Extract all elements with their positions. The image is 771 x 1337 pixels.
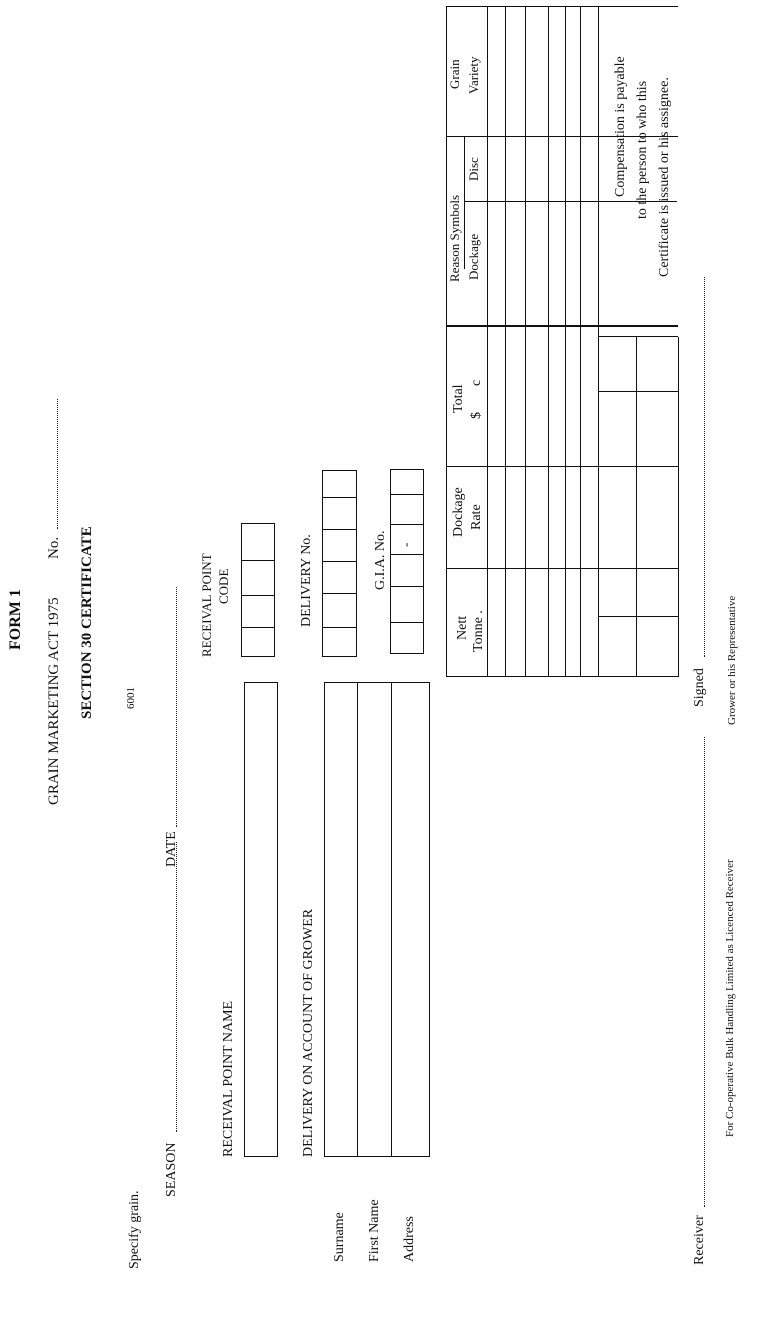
receival-point-name-box[interactable]: [244, 682, 278, 1157]
col-disc: Disc: [466, 157, 481, 181]
receiver-label-footer: Receiver: [692, 1215, 707, 1265]
form-number: FORM 1: [7, 589, 24, 650]
act-title: GRAIN MARKETING ACT 1975: [46, 597, 62, 805]
signed-label: Signed: [692, 668, 707, 707]
col-grain: Grain: [447, 59, 462, 89]
first-name-label: First Name: [367, 1199, 382, 1262]
receiver-caption: For Co-operative Bulk Handling Limited a…: [724, 859, 736, 1137]
col-reason-dockage: Dockage: [466, 233, 481, 280]
delivery-no-label: DELIVERY No.: [299, 534, 314, 627]
specify-grain-label: Specify grain.: [127, 1190, 142, 1269]
date-label: DATE: [164, 831, 179, 867]
grower-signature-line[interactable]: [704, 277, 705, 657]
receival-point-name-label: RECEIVAL POINT NAME: [221, 1000, 236, 1157]
compensation-line-2: to the person to who this: [635, 80, 650, 219]
col-cents: c: [469, 379, 484, 386]
grower-details-box[interactable]: [324, 682, 430, 1157]
col-tonne: Tonne .: [471, 610, 486, 652]
receival-point-code-box[interactable]: [241, 523, 275, 657]
date-field[interactable]: [176, 587, 177, 827]
col-variety: Variety: [466, 56, 481, 94]
col-total: Total: [451, 384, 466, 413]
col-nett: Nett: [455, 615, 470, 640]
compensation-line-3: Certificate is issued or his assignee.: [657, 77, 672, 277]
season-label: SEASON: [164, 1142, 179, 1197]
receival-point-code-label-1: RECEIVAL POINT: [199, 553, 214, 657]
receival-point-code-label-2: CODE: [216, 568, 231, 604]
no-field[interactable]: [57, 399, 58, 529]
section-title: SECTION 30 CERTIFICATE: [79, 526, 95, 719]
signed-caption: Grower or his Representative: [726, 595, 738, 725]
col-rate: Rate: [469, 504, 484, 530]
delivery-no-box[interactable]: [322, 470, 357, 657]
gia-no-box[interactable]: -: [390, 469, 424, 654]
receiver-signature-line[interactable]: [704, 737, 705, 1207]
delivery-account-label: DELIVERY ON ACCOUNT OF GROWER: [301, 908, 316, 1157]
col-reason-symbols: Reason Symbols: [447, 194, 462, 282]
no-label: No.: [46, 536, 62, 559]
col-dockage: Dockage: [451, 487, 466, 537]
form-code: 6001: [125, 687, 137, 709]
col-dollar: $: [469, 412, 484, 419]
compensation-line-1: Compensation is payable: [613, 56, 628, 197]
surname-label: Surname: [332, 1212, 347, 1262]
gia-no-label: G.I.A. No.: [373, 530, 388, 591]
address-label: Address: [402, 1216, 417, 1262]
season-field[interactable]: [176, 842, 177, 1132]
gia-mark: -: [398, 542, 413, 547]
